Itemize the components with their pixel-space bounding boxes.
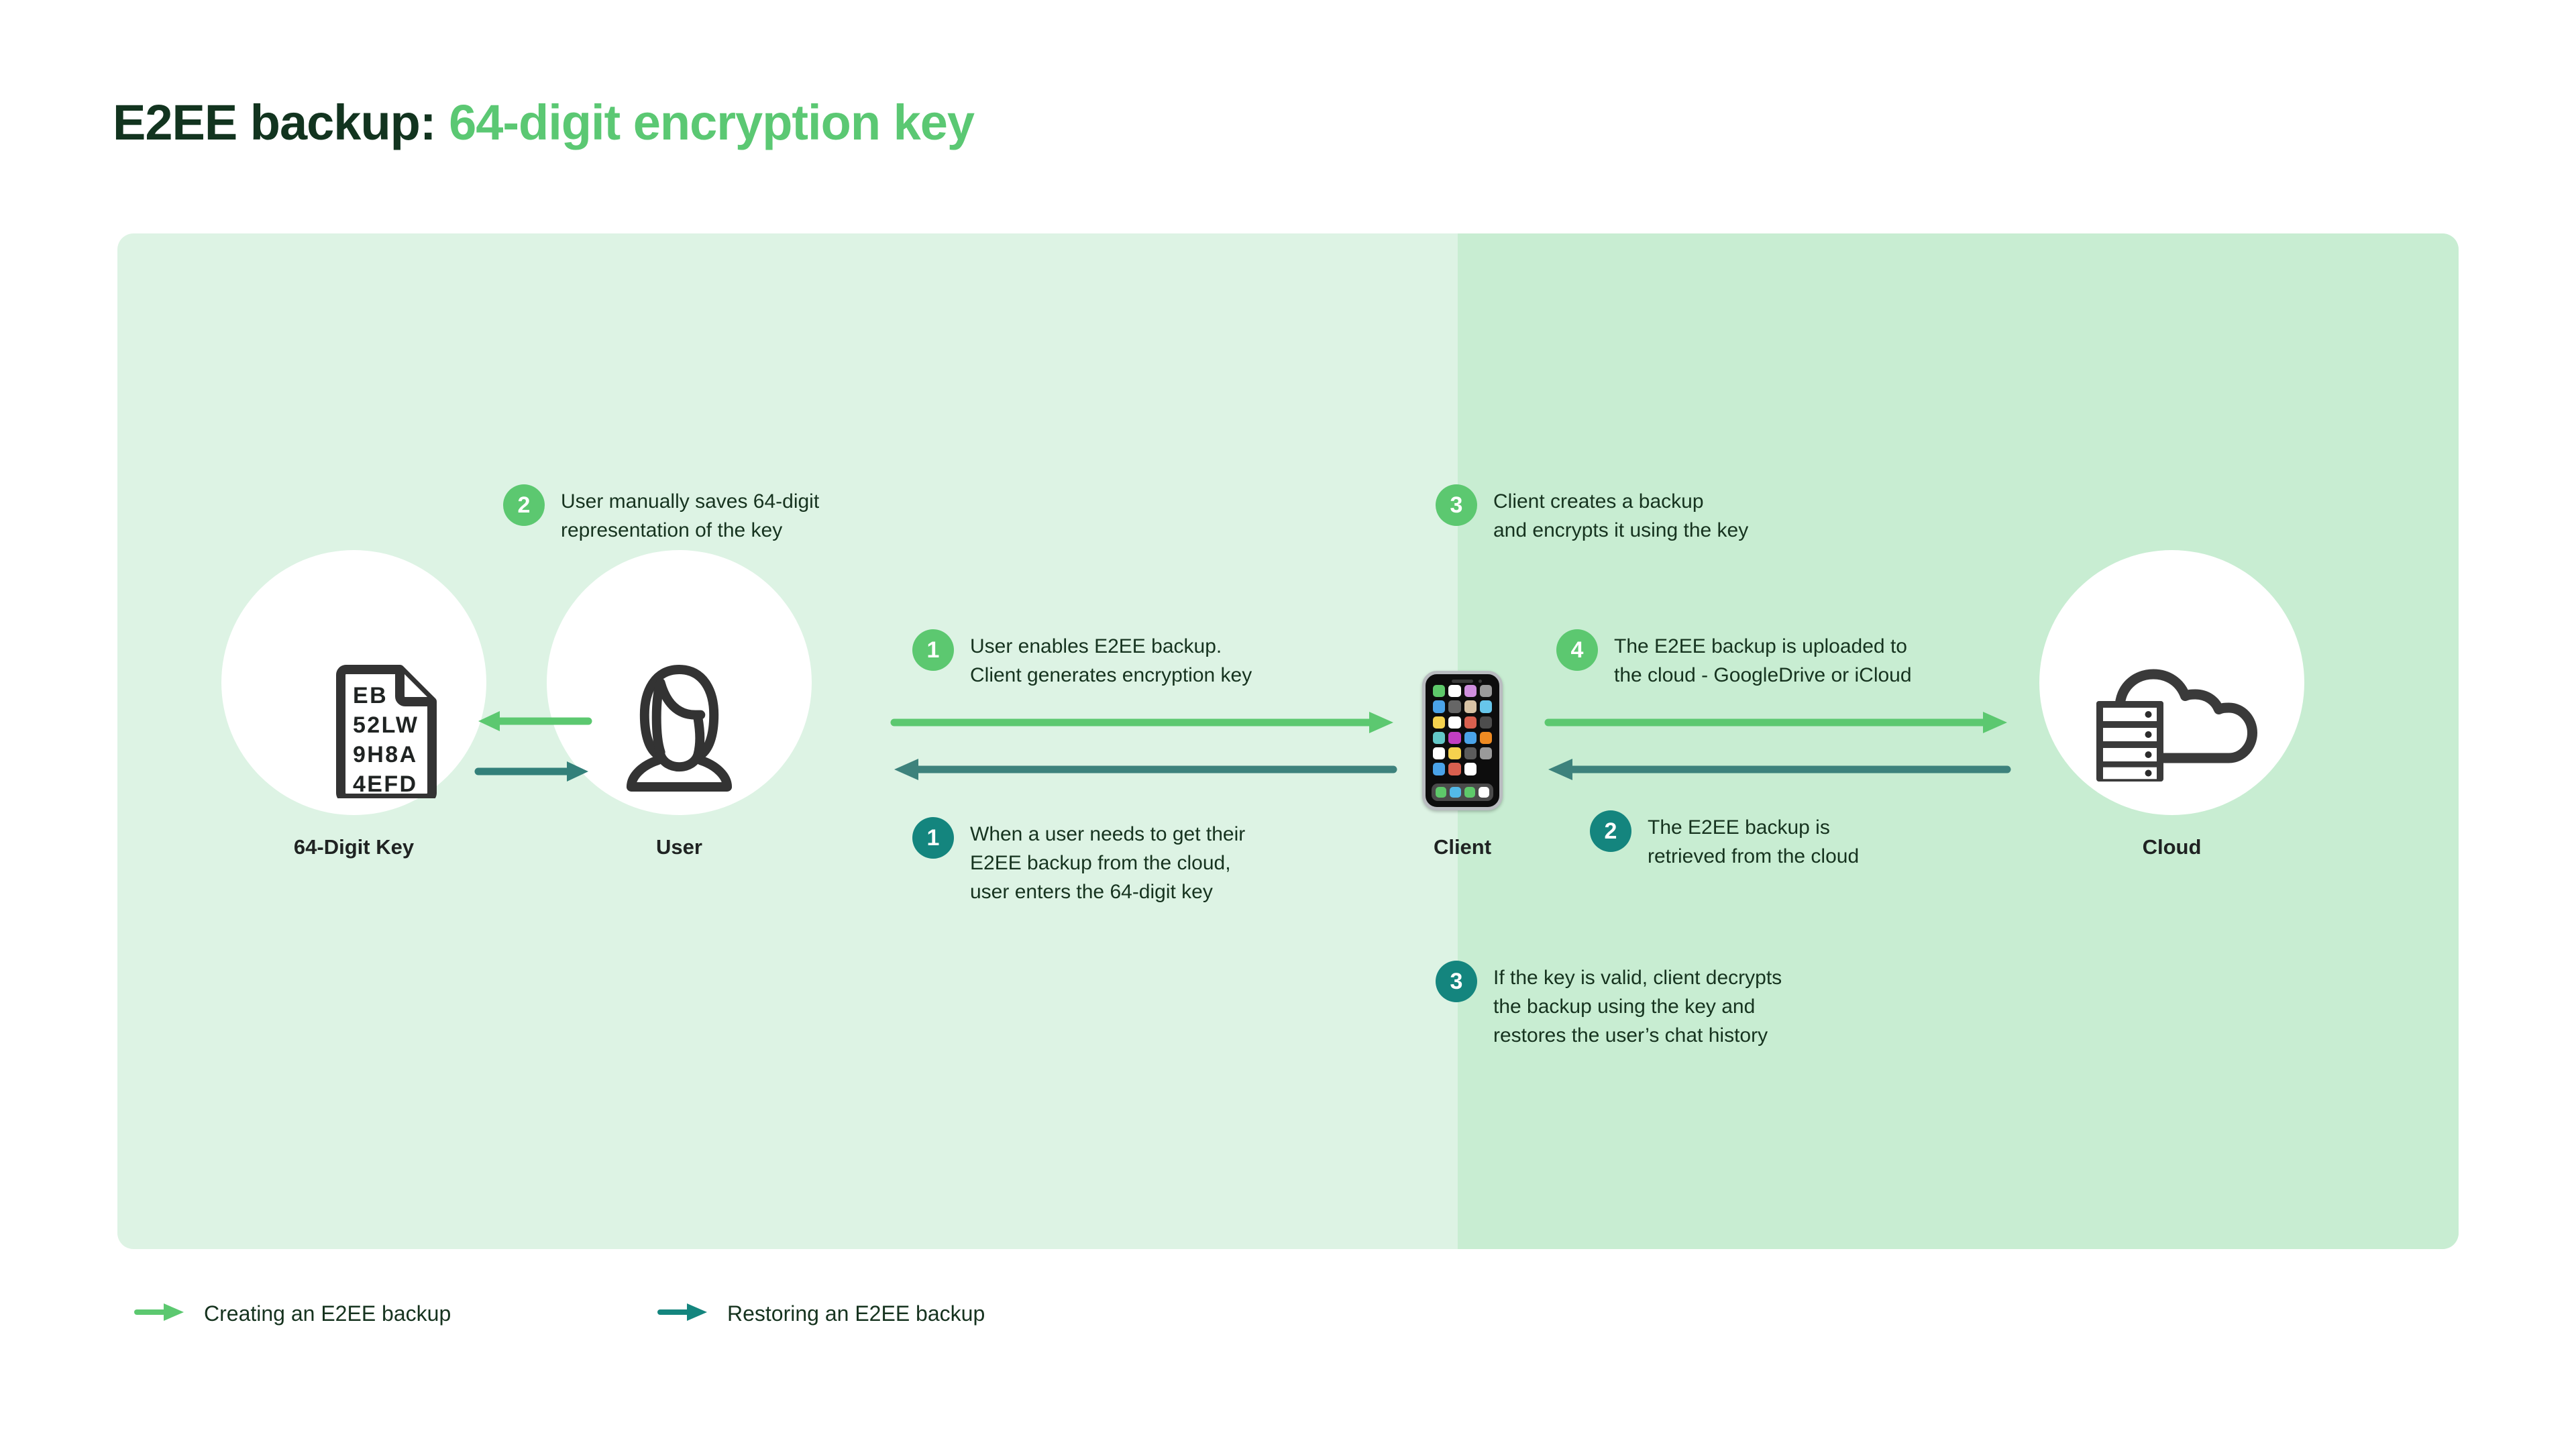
step-badge-create-3: 3: [1436, 484, 1477, 526]
key-doc-line-2: 9H8A: [353, 742, 418, 767]
key-doc-line-1: 52LW: [353, 712, 419, 738]
phone-app-icon: [1433, 763, 1446, 775]
phone-app-icon: [1464, 700, 1477, 713]
node-label-key: 64-Digit Key: [293, 835, 415, 859]
phone-app-grid: [1433, 685, 1492, 775]
step-badge-create-1: 1: [912, 629, 954, 671]
phone-app-icon: [1433, 700, 1446, 713]
phone-speaker-notch: [1452, 680, 1473, 683]
phone-app-icon: [1448, 731, 1461, 744]
node-label-user: User: [656, 835, 702, 859]
phone-app-icon: [1433, 716, 1446, 729]
phone-app-icon: [1479, 716, 1492, 729]
phone-app-icon: [1448, 747, 1461, 760]
step-text-restore-3: If the key is valid, client decrypts the…: [1493, 967, 1782, 1047]
phone-dock-app-icon: [1478, 786, 1489, 798]
phone-app-icon: [1433, 731, 1446, 744]
step-text-restore-1: When a user needs to get their E2EE back…: [970, 823, 1246, 904]
smartphone-icon: [1422, 671, 1503, 810]
step-create-1: 1 User enables E2EE backup. Client gener…: [912, 629, 1252, 690]
arrow-cloud-to-client-teal: [1543, 757, 2012, 782]
phone-app-icon: [1464, 685, 1477, 698]
step-restore-3: 3 If the key is valid, client decrypts t…: [1436, 961, 1782, 1051]
phone-app-icon: [1464, 731, 1477, 744]
phone-app-icon: [1448, 763, 1461, 775]
step-badge-restore-2: 2: [1590, 810, 1631, 852]
node-label-client: Client: [1433, 835, 1492, 859]
phone-dock-app-icon: [1464, 786, 1475, 798]
node-label-cloud: Cloud: [2142, 835, 2202, 859]
legend-label-creating: Creating an E2EE backup: [204, 1301, 451, 1326]
step-text-create-3: Client creates a backup and encrypts it …: [1493, 490, 1749, 542]
user-avatar-icon: [621, 661, 738, 798]
legend-item-restoring: Restoring an E2EE backup: [657, 1301, 985, 1326]
phone-app-icon: [1433, 747, 1446, 760]
legend-item-creating: Creating an E2EE backup: [134, 1301, 451, 1326]
arrow-client-to-user-teal: [889, 757, 1399, 782]
step-create-4: 4 The E2EE backup is uploaded to the clo…: [1556, 629, 1912, 690]
panel-right-half: [1458, 233, 2459, 1249]
step-create-3: 3 Client creates a backup and encrypts i…: [1436, 484, 1748, 545]
phone-app-icon: [1448, 716, 1461, 729]
page-title: E2EE backup: 64-digit encryption key: [113, 94, 975, 151]
step-badge-restore-1: 1: [912, 817, 954, 859]
step-badge-create-2: 2: [503, 484, 545, 526]
legend-arrow-green-icon: [134, 1302, 186, 1326]
phone-dock-app-icon: [1450, 786, 1461, 798]
key-doc-line-0: EB: [353, 683, 388, 708]
step-badge-create-4: 4: [1556, 629, 1598, 671]
phone-app-icon: [1448, 700, 1461, 713]
key-doc-line-3: 4EFD: [353, 771, 418, 797]
phone-app-icon: [1433, 685, 1446, 698]
step-restore-1: 1 When a user needs to get their E2EE ba…: [912, 817, 1245, 907]
step-badge-restore-3: 3: [1436, 961, 1477, 1002]
phone-app-icon: [1479, 747, 1492, 760]
step-text-create-2: User manually saves 64-digit representat…: [561, 490, 820, 542]
legend-arrow-teal-icon: [657, 1302, 710, 1326]
phone-app-icon: [1464, 716, 1477, 729]
arrow-user-to-client-green: [889, 710, 1399, 735]
phone-app-icon: [1479, 731, 1492, 744]
phone-app-icon: [1479, 685, 1492, 698]
document-key-icon: EB 52LW 9H8A 4EFD: [335, 664, 443, 803]
phone-app-icon: [1448, 685, 1461, 698]
step-text-create-1: User enables E2EE backup. Client generat…: [970, 635, 1252, 687]
page-title-accent: 64-digit encryption key: [449, 95, 975, 150]
phone-dock-app-icon: [1436, 786, 1447, 798]
page-title-dark: E2EE backup:: [113, 95, 449, 150]
phone-app-icon: [1480, 763, 1492, 775]
phone-dock: [1432, 783, 1493, 801]
step-text-create-4: The E2EE backup is uploaded to the cloud…: [1614, 635, 1912, 687]
phone-app-icon: [1464, 763, 1477, 775]
phone-app-icon: [1479, 700, 1492, 713]
phone-app-icon: [1464, 747, 1477, 760]
legend-label-restoring: Restoring an E2EE backup: [727, 1301, 985, 1326]
arrow-key-to-user-teal: [473, 758, 594, 785]
phone-camera-dot: [1479, 680, 1482, 683]
arrow-client-to-cloud-green: [1543, 710, 2012, 735]
arrow-user-to-key-green: [473, 708, 594, 735]
step-restore-2: 2 The E2EE backup is retrieved from the …: [1590, 810, 1859, 871]
step-create-2: 2 User manually saves 64-digit represent…: [503, 484, 819, 545]
cloud-server-icon: [2083, 661, 2261, 788]
step-text-restore-2: The E2EE backup is retrieved from the cl…: [1648, 816, 1860, 868]
